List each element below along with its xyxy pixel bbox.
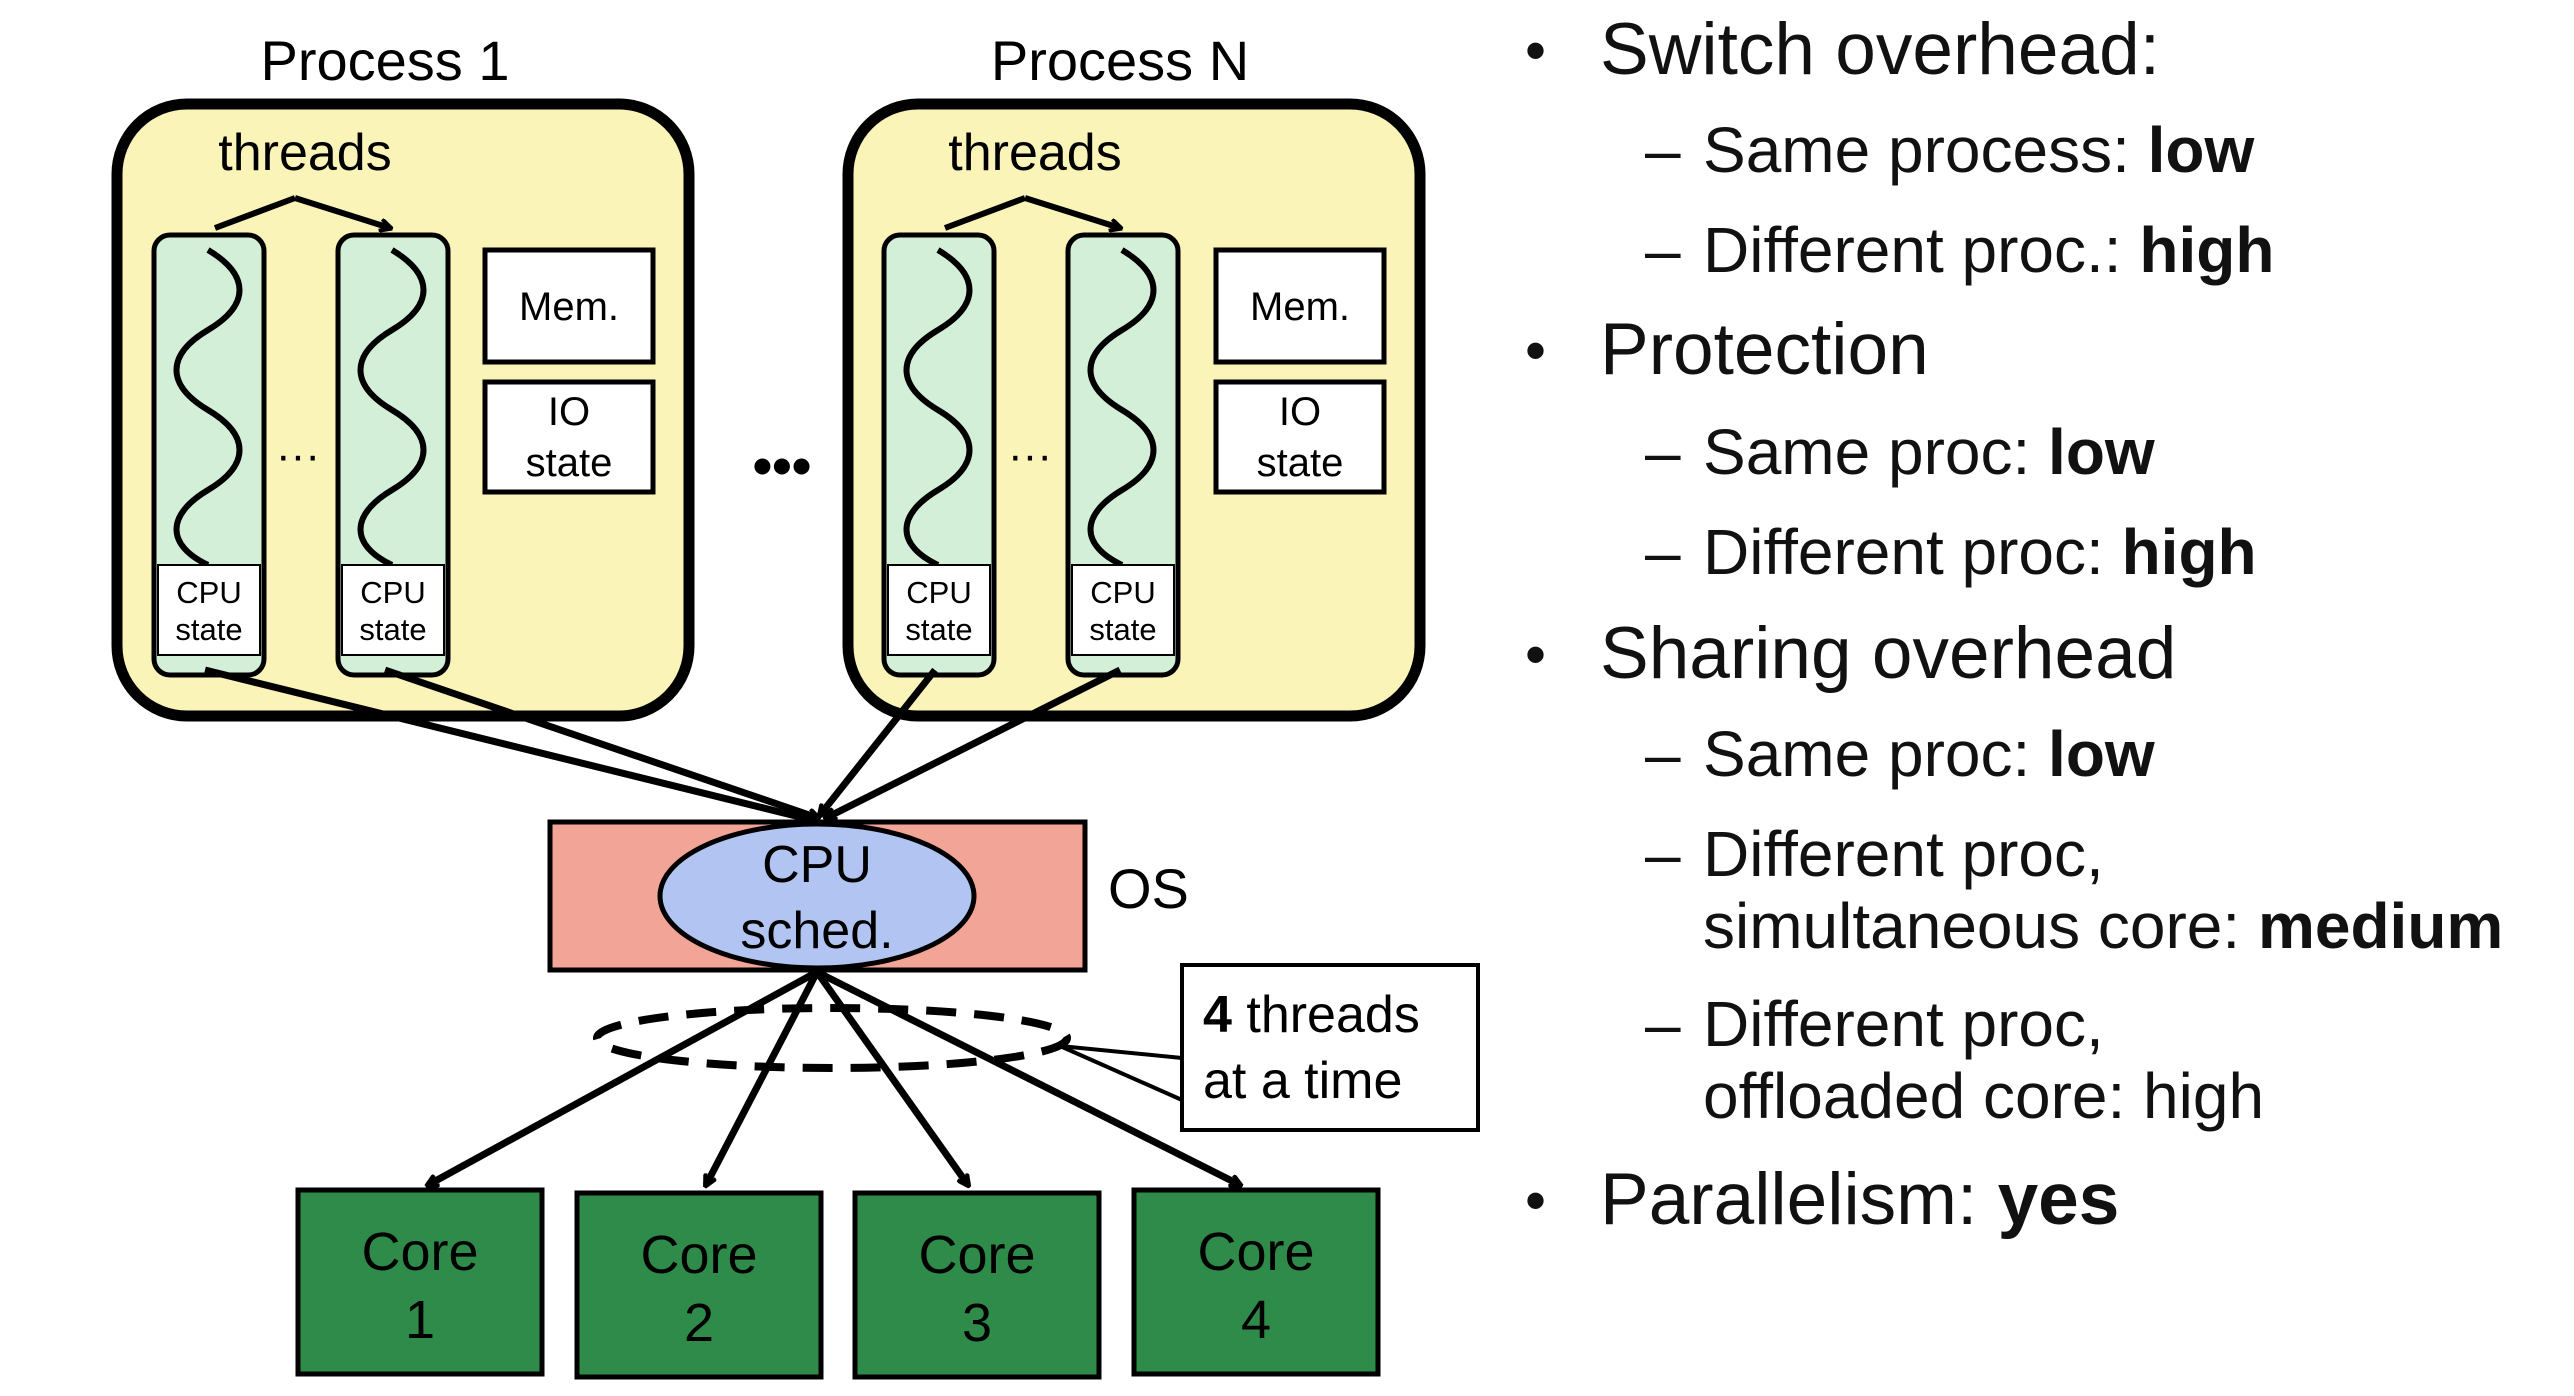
sub-bullet-label: offloaded core: high	[1703, 1060, 2265, 1132]
io-state-box	[482, 379, 656, 495]
bullet-dot: •	[1525, 317, 1547, 384]
threads-fork-arrows	[943, 195, 1120, 228]
sub-bullet-value: low	[2147, 114, 2255, 186]
io-state-box	[1213, 379, 1387, 495]
thread-arrow	[826, 666, 1122, 822]
core-arrow	[815, 968, 1240, 1189]
core-3: Core 3	[852, 1190, 1102, 1380]
bullet-label: Parallelism:	[1600, 1159, 1978, 1240]
core-1: Core 1	[295, 1187, 545, 1377]
process-1-title: Process 1	[261, 29, 510, 92]
memory-label: Mem.	[1250, 285, 1350, 329]
threads-note-count: 4	[1203, 986, 1232, 1044]
thread: CPU state	[335, 232, 451, 678]
cpu-state-label: state	[905, 612, 972, 647]
bullet-value: yes	[1997, 1159, 2120, 1240]
threads-ellipsis: ···	[1008, 431, 1052, 480]
cpu-scheduler-label: sched.	[740, 902, 893, 960]
threads-note-box	[1180, 963, 1480, 1132]
core-arrow	[702, 970, 821, 1185]
bullet-label: Sharing overhead	[1600, 613, 2177, 694]
four-threads-dashed-ellipse	[593, 1004, 1071, 1072]
process-n-title: Process N	[991, 29, 1249, 92]
thread: CPU state	[151, 232, 267, 678]
sub-bullet-value: medium	[2257, 890, 2504, 962]
cpu-state-label: CPU	[176, 575, 241, 610]
core-label: Core	[361, 1222, 478, 1282]
cpu-state-label: state	[359, 612, 426, 647]
memory-box	[1213, 247, 1387, 365]
sub-bullet-value: low	[2048, 718, 2155, 790]
io-state-label: IO	[548, 390, 590, 434]
thread-squiggle	[903, 247, 973, 568]
sub-bullet-label: Same process:	[1703, 114, 2130, 186]
process-n-threads-label: threads	[948, 124, 1121, 182]
cpu-state-label: state	[175, 612, 242, 647]
sub-bullet-label: Different proc:	[1703, 516, 2104, 588]
core-number: 2	[684, 1293, 714, 1353]
cpu-state-label: CPU	[906, 575, 971, 610]
thread-squiggle	[357, 247, 427, 568]
sub-bullet-label: Same proc:	[1703, 416, 2031, 488]
core-label: Core	[1197, 1222, 1314, 1282]
sub-bullet-value: low	[2048, 416, 2155, 488]
memory-box	[482, 247, 656, 365]
thread-to-scheduler-arrows	[204, 666, 1122, 822]
note-leader	[1059, 1044, 1183, 1060]
sub-bullet-label: Different proc,	[1703, 988, 2104, 1060]
thread-arrow	[383, 666, 818, 818]
io-state-label: IO	[1279, 390, 1321, 434]
core-label: Core	[640, 1225, 757, 1285]
thread-arrow	[204, 666, 812, 820]
process-thread-diagram: Process 1 threads CPU state ··· CPU stat…	[111, 29, 1480, 1380]
core-number: 1	[405, 1290, 435, 1350]
sub-bullet-label: Different proc.:	[1703, 214, 2122, 286]
core-2: Core 2	[574, 1190, 824, 1380]
bullet-dot: •	[1525, 1167, 1547, 1234]
cpu-state-label: CPU	[360, 575, 425, 610]
cpu-state-label: state	[1089, 612, 1156, 647]
threads-note-unit: threads	[1232, 986, 1420, 1044]
threads-ellipsis: ···	[276, 431, 320, 480]
bullet-label: Switch overhead:	[1600, 9, 2160, 90]
os-label: OS	[1108, 857, 1189, 920]
note-leader	[1059, 1044, 1183, 1102]
bullet-dot: •	[1525, 621, 1547, 688]
memory-label: Mem.	[519, 285, 619, 329]
thread-arrow	[820, 667, 938, 815]
core-arrow	[428, 968, 819, 1185]
sub-bullet-value: high	[2139, 214, 2275, 286]
threads-note-line2: at a time	[1203, 1052, 1402, 1110]
sub-bullet-label: simultaneous core:	[1703, 890, 2241, 962]
sub-bullet-value: high	[2121, 516, 2257, 588]
process-1-threads-label: threads	[218, 124, 391, 182]
process-1: Process 1 threads CPU state ··· CPU stat…	[111, 29, 695, 722]
process-n: Process N threads CPU state ··· CPU stat…	[842, 29, 1426, 722]
core-number: 4	[1241, 1290, 1271, 1350]
threads-note-line1: 4 threads	[1203, 986, 1420, 1044]
bullet-dot: •	[1525, 17, 1547, 84]
core-number: 3	[962, 1293, 992, 1353]
threads-fork-arrows	[213, 195, 390, 228]
cpu-scheduler-label: CPU	[762, 836, 872, 894]
thread-squiggle	[173, 247, 243, 568]
sub-bullet-label: Different proc,	[1703, 818, 2104, 890]
thread-squiggle	[1087, 247, 1157, 568]
io-state-label: state	[526, 441, 613, 485]
scheduler-to-core-arrows	[428, 968, 1240, 1189]
os-scheduler: CPU sched. OS	[547, 819, 1189, 973]
core-4: Core 4	[1131, 1187, 1381, 1377]
more-processes-ellipsis: •••	[753, 434, 812, 497]
thread: CPU state	[881, 232, 997, 678]
thread: CPU state	[1065, 232, 1181, 678]
bullet-label: Protection	[1600, 309, 1929, 390]
core-label: Core	[918, 1225, 1035, 1285]
io-state-label: state	[1257, 441, 1344, 485]
core-arrow	[814, 969, 968, 1185]
cpu-state-label: CPU	[1090, 575, 1155, 610]
cpu-scheduler-ellipse	[657, 821, 977, 971]
sub-bullet-label: Same proc:	[1703, 718, 2031, 790]
